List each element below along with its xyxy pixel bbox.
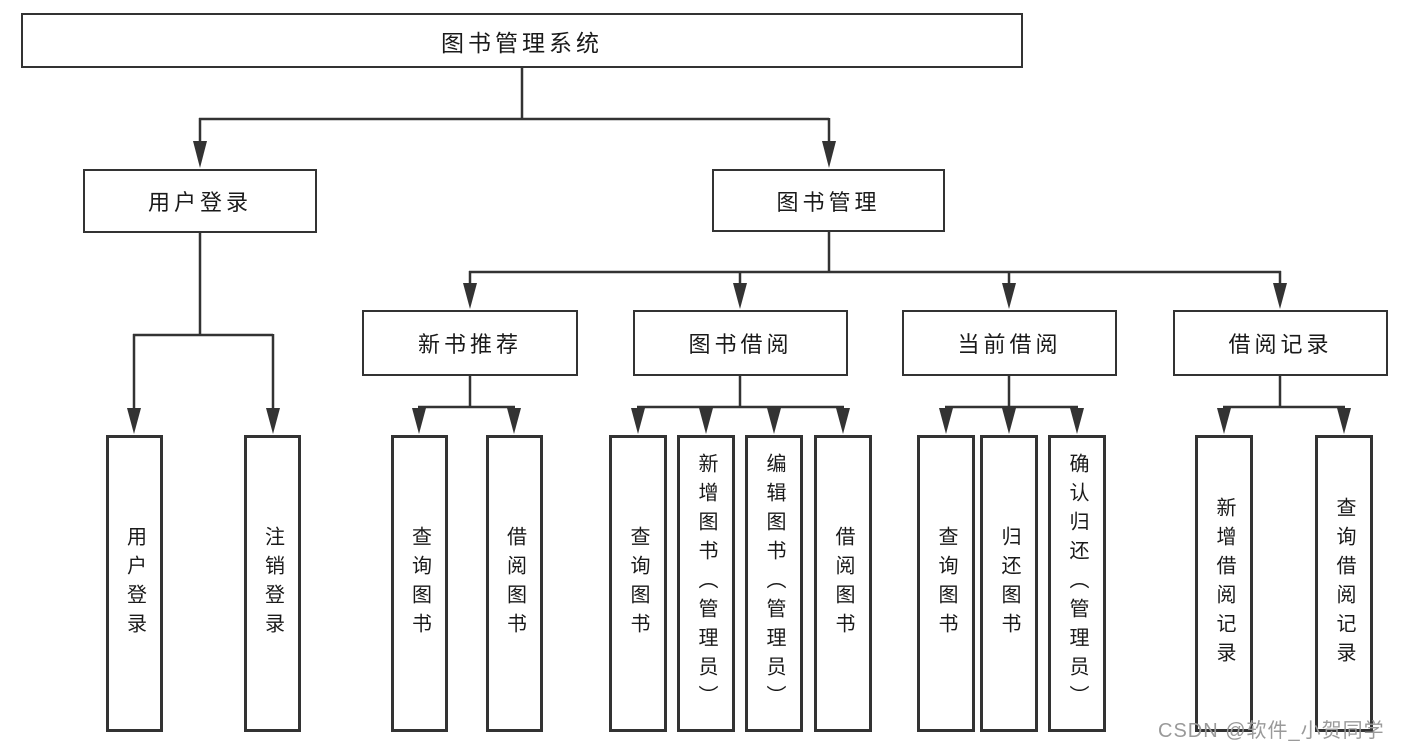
leaf-newrec-borrow-books: 借阅图书 — [486, 435, 543, 732]
leaf-user-login: 用户登录 — [106, 435, 163, 732]
leaf-records-query-borrow-record: 查询借阅记录 — [1315, 435, 1373, 732]
csdn-watermark: CSDN @软件_小贺同学 — [1158, 720, 1385, 742]
leaf-records-add-borrow-record: 新增借阅记录 — [1195, 435, 1253, 732]
node-current-borrow: 当前借阅 — [902, 310, 1117, 376]
leaf-logout-login: 注销登录 — [244, 435, 301, 732]
node-new-book-recommend: 新书推荐 — [362, 310, 578, 376]
leaf-borrow-query-books: 查询图书 — [609, 435, 667, 732]
leaf-newrec-query-books: 查询图书 — [391, 435, 448, 732]
leaf-current-return-books: 归还图书 — [980, 435, 1038, 732]
leaf-borrow-borrow-books: 借阅图书 — [814, 435, 872, 732]
leaf-current-confirm-return-admin: 确认归还（管理员） — [1048, 435, 1106, 732]
node-library-management-system: 图书管理系统 — [21, 13, 1023, 68]
node-user-login: 用户登录 — [83, 169, 317, 233]
leaf-borrow-edit-books-admin: 编辑图书（管理员） — [745, 435, 803, 732]
leaf-current-query-books: 查询图书 — [917, 435, 975, 732]
node-borrow-records: 借阅记录 — [1173, 310, 1388, 376]
leaf-borrow-add-books-admin: 新增图书（管理员） — [677, 435, 735, 732]
node-book-borrow: 图书借阅 — [633, 310, 848, 376]
node-book-management: 图书管理 — [712, 169, 945, 232]
